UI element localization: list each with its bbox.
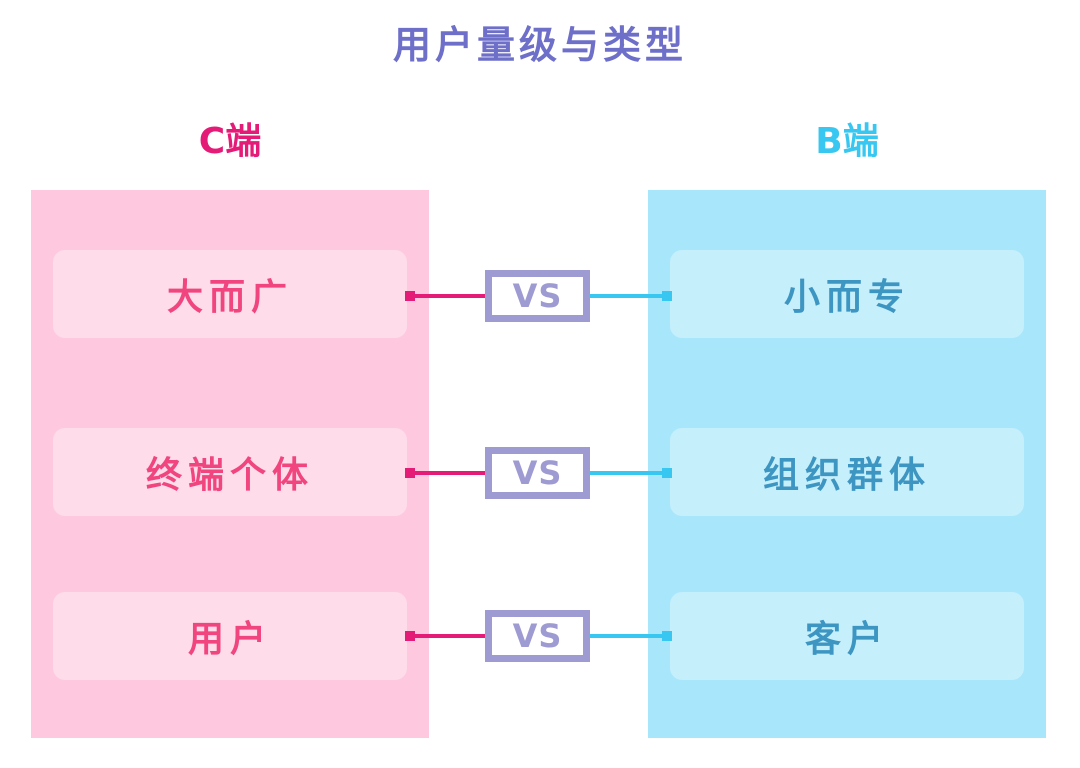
vs-badge: VS — [485, 610, 590, 662]
connector-line — [590, 471, 668, 475]
vs-badge: VS — [485, 270, 590, 322]
connector-dot — [662, 291, 672, 301]
connector-line — [410, 634, 485, 638]
connector-line — [410, 294, 485, 298]
vs-badge: VS — [485, 447, 590, 499]
b-side-item: 组织群体 — [670, 428, 1024, 516]
b-side-item: 小而专 — [670, 250, 1024, 338]
connector-line — [410, 471, 485, 475]
c-side-item: 用户 — [53, 592, 407, 680]
connector-dot — [662, 468, 672, 478]
c-side-item: 大而广 — [53, 250, 407, 338]
connector-line — [590, 634, 668, 638]
b-side-label: B端 — [815, 121, 879, 162]
c-side-item: 终端个体 — [53, 428, 407, 516]
c-side-panel: 大而广 终端个体 用户 — [31, 190, 429, 738]
connector-line — [590, 294, 668, 298]
b-side-item: 客户 — [670, 592, 1024, 680]
connector-dot — [662, 631, 672, 641]
page-title: 用户量级与类型 — [392, 23, 687, 67]
b-side-panel: 小而专 组织群体 客户 — [648, 190, 1046, 738]
c-side-label: C端 — [198, 121, 262, 162]
